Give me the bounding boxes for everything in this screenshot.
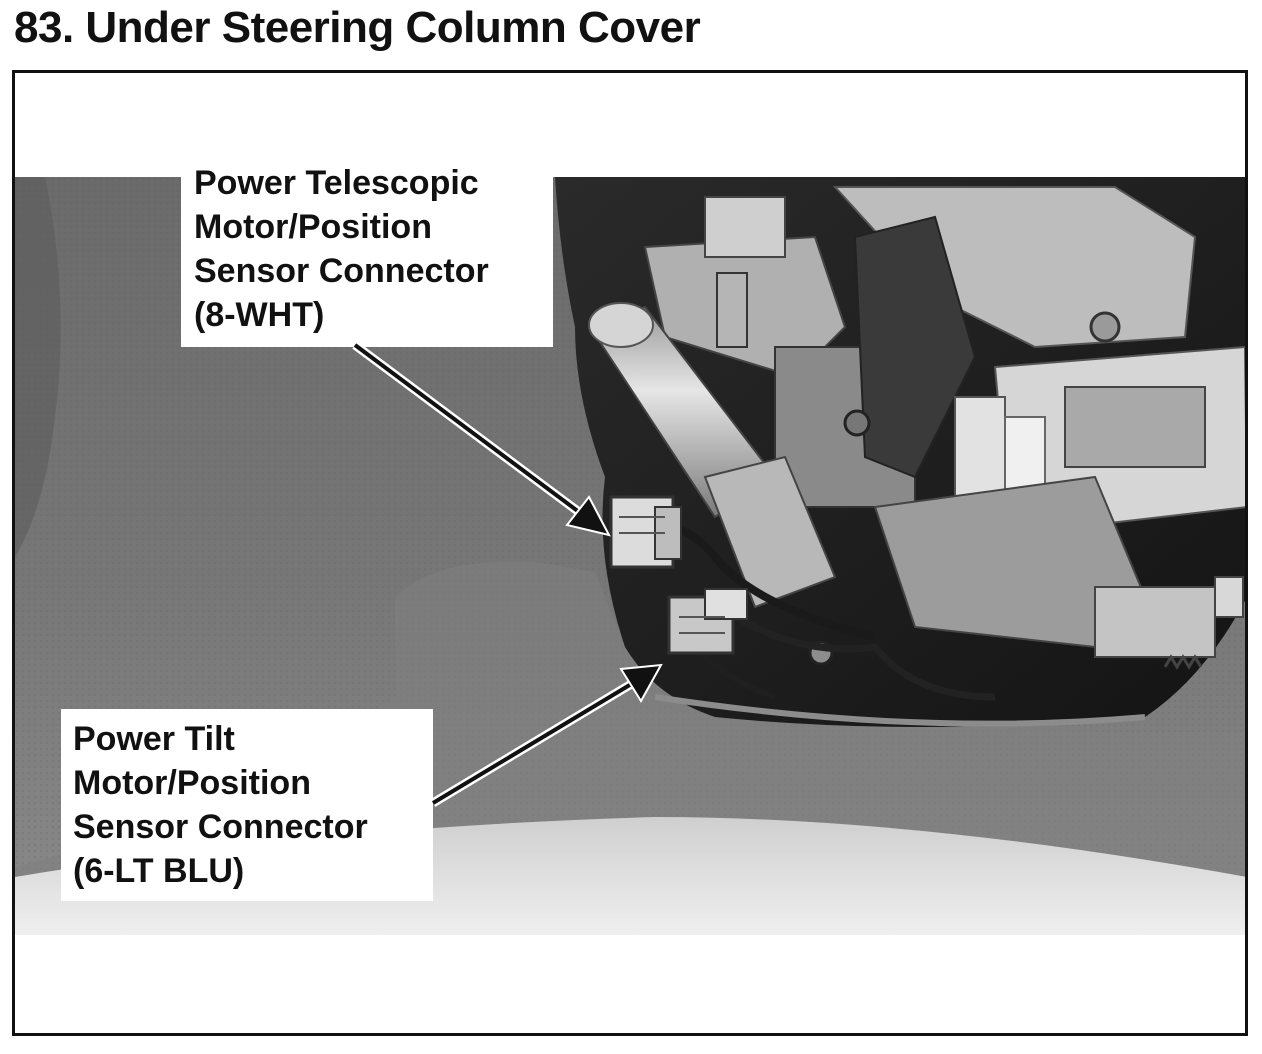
callout-line: Power Telescopic: [194, 164, 479, 202]
steering-column-photo: [15, 177, 1245, 935]
page-title: 83. Under Steering Column Cover: [14, 3, 701, 52]
callout-line: Power Tilt: [73, 720, 235, 758]
callout-line: Motor/Position: [194, 208, 432, 246]
callout-line: Sensor Connector: [194, 252, 489, 290]
callout-line: Motor/Position: [73, 764, 311, 802]
figure-frame: Power Telescopic Motor/Position Sensor C…: [12, 70, 1248, 1036]
callout-line: (8-WHT): [194, 296, 325, 334]
callout-line: Sensor Connector: [73, 808, 368, 846]
tilt-connector-callout: Power Tilt Motor/Position Sensor Connect…: [61, 709, 433, 901]
callout-line: (6-LT BLU): [73, 852, 245, 890]
telescopic-connector-callout: Power Telescopic Motor/Position Sensor C…: [181, 157, 553, 347]
tilt-connector-shape: [667, 588, 748, 655]
telescopic-connector-shape: [609, 495, 682, 569]
